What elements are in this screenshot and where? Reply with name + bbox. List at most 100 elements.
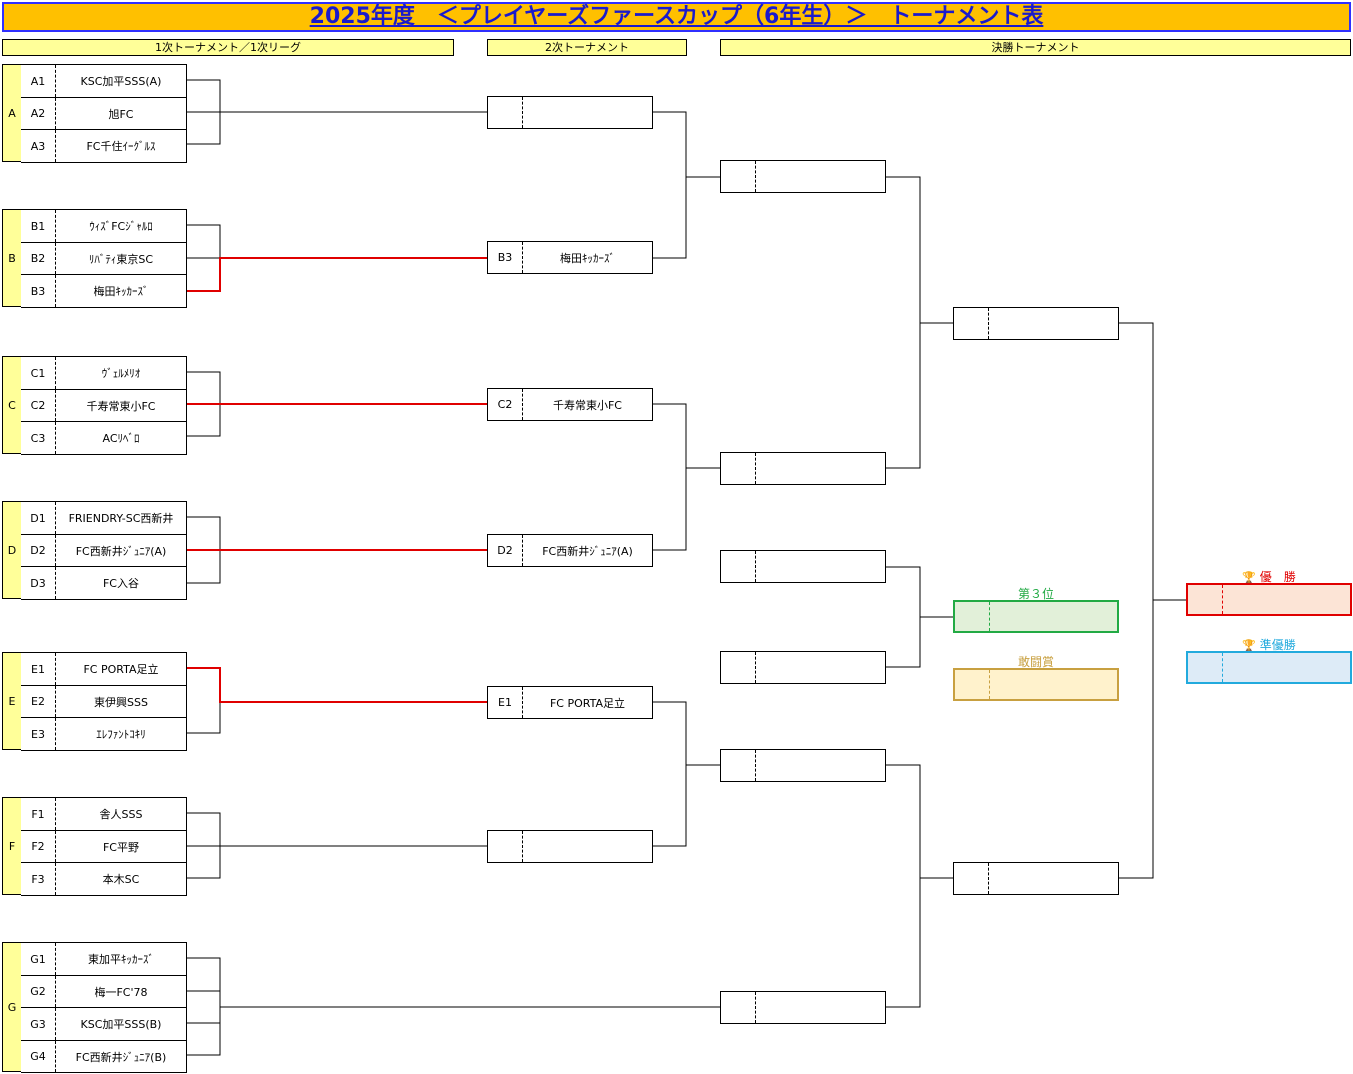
section-second-round: 2次トーナメント (487, 39, 687, 56)
third-place-label: 第３位 (1017, 587, 1054, 601)
team-row: B2 ﾘﾊﾞﾃｨ東京SC (21, 242, 187, 275)
team-name: ｴﾚﾌｧﾝﾄｺｷﾘ (96, 728, 146, 741)
fighting-spirit-label: 敢闘賞 (1017, 655, 1054, 669)
team-code: B2 (21, 243, 56, 274)
qf-slot-6 (720, 991, 886, 1024)
qf-slot-4 (720, 651, 886, 684)
qf-slot-5 (720, 749, 886, 782)
team-row: F2 FC平野 (21, 830, 187, 863)
team-code: B1 (21, 210, 56, 242)
team-code: A3 (21, 130, 56, 162)
team-name: FC PORTA足立 (83, 663, 159, 676)
team-name: 東伊興SSS (94, 695, 148, 709)
fighting-spirit-box (953, 668, 1119, 701)
section-first-round: 1次トーナメント／1次リーグ (2, 39, 454, 56)
team-code: C2 (21, 390, 56, 421)
team-code: B3 (21, 275, 56, 307)
team-code: F3 (21, 863, 56, 895)
second-round-slot (487, 830, 653, 863)
slot-code: D2 (488, 535, 523, 566)
team-name: 梅田ｷｯｶｰｽﾞ (93, 285, 149, 298)
team-code: G3 (21, 1008, 56, 1040)
team-code: F2 (21, 831, 56, 862)
slot-code: E1 (488, 687, 523, 718)
team-row: A1 KSC加平SSS(A) (21, 64, 187, 98)
team-name: 東加平ｷｯｶｰｽﾞ (88, 953, 154, 966)
bracket-qf-2 (886, 764, 953, 1008)
team-code: E1 (21, 653, 56, 685)
slot-name: 梅田ｷｯｶｰｽﾞ (560, 251, 615, 265)
section-final: 決勝トーナメント (720, 39, 1351, 56)
team-code: E2 (21, 686, 56, 717)
team-name: FC西新井ｼﾞｭﾆｱ(A) (75, 544, 167, 558)
slot-name: FC西新井ｼﾞｭﾆｱ(A) (542, 544, 633, 558)
team-name: KSC加平SSS(B) (80, 1018, 162, 1031)
team-row: B3 梅田ｷｯｶｰｽﾞ (21, 274, 187, 308)
champion-label: 🏆 優 勝 (1242, 570, 1296, 584)
team-row: D3 FC入谷 (21, 566, 187, 600)
slot-name: 千寿常東小FC (552, 398, 622, 412)
bracket-third (886, 566, 953, 668)
page-title: 2025年度 ＜プレイヤーズファースカップ（6年生）＞ トーナメント表 (2, 2, 1351, 32)
team-name: ﾘﾊﾞﾃｨ東京SC (88, 252, 154, 266)
team-row: B1 ｳｨｽﾞFCｼﾞｬﾙﾛ (21, 209, 187, 243)
team-name: ｳｨｽﾞFCｼﾞｬﾙﾛ (89, 220, 153, 233)
team-row: C1 ｳﾞｪﾙﾒﾘｵ (21, 356, 187, 390)
team-name: 舎人SSS (99, 808, 143, 821)
qf-slot-2 (720, 452, 886, 485)
team-row: F1 舎人SSS (21, 797, 187, 831)
team-code: A2 (21, 98, 56, 129)
second-round-slot: C2 千寿常東小FC (487, 388, 653, 421)
team-name: 梅一FC'78 (94, 985, 148, 999)
runner-up-label: 🏆 準優勝 (1242, 638, 1296, 652)
team-code: D1 (21, 502, 56, 534)
team-name: FC西新井ｼﾞｭﾆｱ(B) (75, 1050, 167, 1064)
qf-slot-3 (720, 550, 886, 583)
team-row: D1 FRIENDRY-SC西新井 (21, 501, 187, 535)
team-code: G4 (21, 1041, 56, 1072)
second-round-slot (487, 96, 653, 129)
team-code: D3 (21, 567, 56, 599)
team-code: C1 (21, 357, 56, 389)
team-row: E2 東伊興SSS (21, 685, 187, 718)
slot-code (488, 831, 523, 862)
advance-line-e (187, 667, 487, 703)
team-row: G4 FC西新井ｼﾞｭﾆｱ(B) (21, 1040, 187, 1073)
bracket-g (187, 957, 720, 1056)
team-code: A1 (21, 65, 56, 97)
slot-code: C2 (488, 389, 523, 420)
team-name: FRIENDRY-SC西新井 (68, 512, 174, 525)
team-row: G2 梅一FC'78 (21, 975, 187, 1008)
qf-slot-1 (720, 160, 886, 193)
team-code: E3 (21, 718, 56, 750)
advance-line-b (187, 257, 487, 292)
bracket-b (187, 224, 221, 259)
team-code: F1 (21, 798, 56, 830)
team-name: KSC加平SSS(A) (80, 75, 162, 88)
champion-box (1186, 583, 1352, 616)
team-code: D2 (21, 535, 56, 566)
sf-slot-2 (953, 862, 1119, 895)
team-name: FC入谷 (102, 577, 139, 590)
team-code: G2 (21, 976, 56, 1007)
trophy-icon: 🏆 (1242, 571, 1256, 584)
trophy-icon: 🏆 (1242, 639, 1256, 652)
bracket-e (187, 702, 221, 734)
team-code: G1 (21, 943, 56, 975)
slot-code (488, 97, 523, 128)
team-name: 本木SC (102, 873, 140, 886)
team-name: FC平野 (102, 840, 139, 854)
bracket-final (1119, 322, 1186, 879)
team-row: F3 本木SC (21, 862, 187, 896)
bracket-f (187, 812, 487, 879)
team-name: 千寿常東小FC (86, 399, 156, 413)
team-name: ｳﾞｪﾙﾒﾘｵ (101, 367, 141, 380)
second-round-slot: D2 FC西新井ｼﾞｭﾆｱ(A) (487, 534, 653, 567)
team-name: FC千住ｲｰｸﾞﾙｽ (86, 140, 156, 153)
team-row: E3 ｴﾚﾌｧﾝﾄｺｷﾘ (21, 717, 187, 751)
bracket-a (187, 79, 487, 145)
